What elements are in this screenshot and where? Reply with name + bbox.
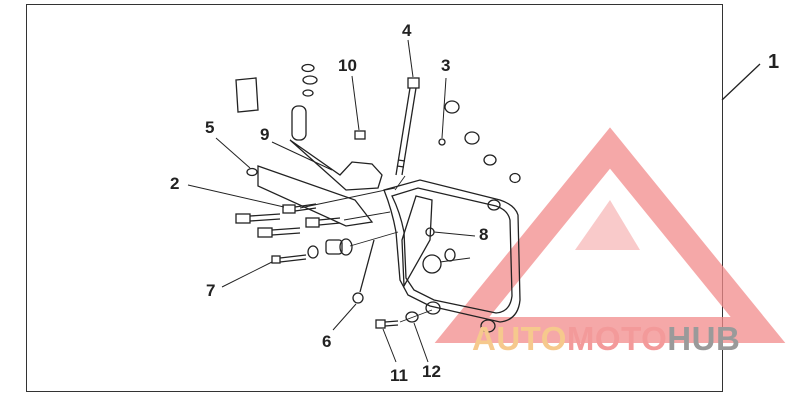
reflector-plate	[235, 77, 259, 113]
leader-line-11	[382, 328, 397, 363]
grommet-8	[422, 254, 442, 274]
washer-7	[307, 245, 319, 259]
callout-5: 5	[205, 118, 215, 137]
mount-bracket	[289, 139, 383, 191]
watermark-text: AUTOMOTOHUB	[472, 322, 740, 355]
frame-tab-bottom	[425, 301, 441, 315]
washer-top-2	[302, 75, 318, 85]
spacer-tube	[291, 105, 307, 141]
washer-8	[444, 248, 456, 262]
callout-4: 4	[402, 21, 412, 40]
bolt-2a-head	[235, 213, 251, 224]
callout-9: 9	[260, 125, 270, 144]
washer-5	[246, 167, 258, 177]
nut-3	[438, 138, 446, 146]
watermark-hub: HUB	[667, 320, 741, 357]
bolt-11	[375, 319, 386, 329]
callout-12: 12	[422, 362, 441, 381]
washer-top-1	[301, 63, 315, 73]
leader-line-7	[221, 261, 273, 288]
leader-line-4	[407, 39, 414, 78]
bushing-4	[509, 172, 521, 184]
diagram-frame	[26, 4, 723, 392]
bolt-2c-head	[257, 227, 273, 238]
bushing-3	[483, 154, 497, 166]
callout-10: 10	[338, 56, 357, 75]
long-bolt-head	[407, 77, 420, 89]
watermark-auto: AUTO	[472, 320, 567, 357]
leader-line-3	[441, 77, 447, 139]
frame-brace	[401, 195, 433, 289]
bushing-2	[464, 131, 480, 145]
leader-line-6	[332, 303, 357, 331]
bolt-10	[354, 130, 366, 140]
watermark-moto: MOTO	[566, 320, 668, 357]
bolt-7-head	[271, 255, 281, 264]
leader-line-10	[351, 75, 360, 131]
frame-tab-corner	[480, 319, 496, 333]
callout-11: 11	[390, 366, 408, 385]
callout-3: 3	[441, 56, 451, 75]
leader-line-12	[413, 322, 429, 363]
side-plate	[257, 165, 374, 227]
leader-line-9	[271, 141, 333, 171]
leader-line-8	[433, 231, 476, 237]
frame-tab-top	[487, 199, 501, 211]
watermark-logo	[434, 127, 786, 343]
bushing-1	[444, 100, 460, 114]
saddlebag-frame	[383, 179, 521, 323]
leader-line-2	[187, 184, 285, 208]
nut-6	[352, 292, 364, 304]
callout-7: 7	[206, 281, 216, 300]
washer-top-3	[302, 89, 314, 97]
long-bolt-shaft	[395, 87, 411, 176]
bolt-2b-head	[282, 204, 296, 214]
leader-line-1	[721, 63, 761, 101]
washer-12	[405, 311, 419, 323]
callout-2: 2	[170, 174, 180, 193]
leader-line-5	[215, 137, 251, 169]
bushing-7	[325, 239, 343, 255]
callout-1: 1	[768, 51, 780, 73]
bolt-2d-head	[305, 217, 320, 228]
callout-6: 6	[322, 332, 332, 351]
callout-8: 8	[479, 225, 489, 244]
